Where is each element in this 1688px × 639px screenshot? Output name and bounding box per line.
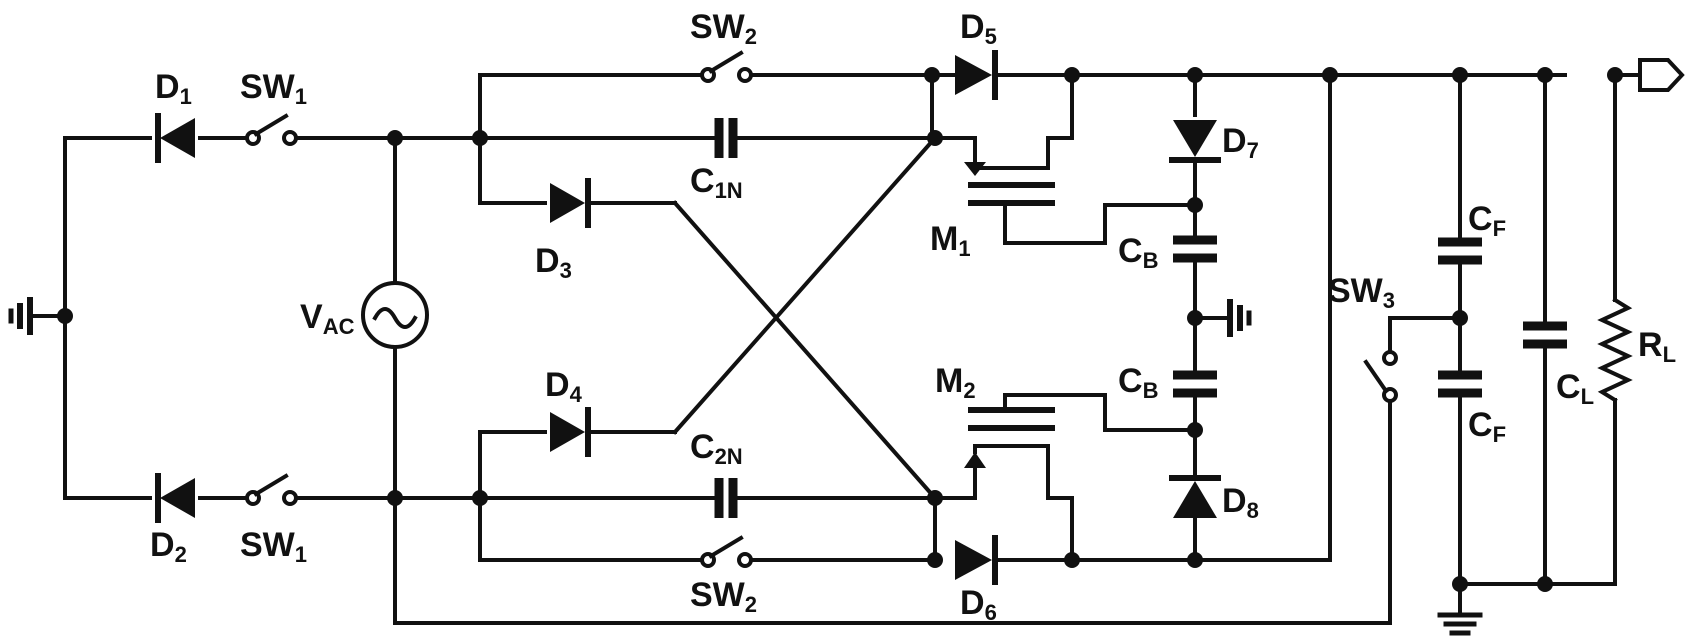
junction-node <box>1537 67 1553 83</box>
output-terminal <box>1613 58 1685 92</box>
diode-d4 <box>550 407 591 457</box>
vac-label: VAC <box>300 298 355 339</box>
m2-label: M2 <box>935 362 976 403</box>
junction-node <box>1187 67 1203 83</box>
d2-label: D2 <box>150 526 187 567</box>
rl-label: RL <box>1638 326 1676 367</box>
junction-node <box>57 308 73 324</box>
junction-node <box>472 490 488 506</box>
junction-node <box>1187 422 1203 438</box>
diode-d8 <box>1169 475 1221 518</box>
junction-node <box>1452 576 1468 592</box>
junction-node <box>1607 67 1623 83</box>
vac-branch <box>361 136 429 625</box>
capacitor-cf-top <box>1438 237 1482 265</box>
ground-symbol-left <box>8 297 33 335</box>
switch-sw2-top <box>700 50 753 83</box>
ground-symbol-middle <box>1227 299 1252 337</box>
junction-node <box>1187 310 1203 326</box>
capacitor-c1n <box>714 118 738 158</box>
d1-label: D1 <box>155 68 192 109</box>
junction-node <box>1187 197 1203 213</box>
sw1-top-label: SW1 <box>240 68 307 109</box>
junction-node <box>1452 67 1468 83</box>
d6-label: D6 <box>960 584 997 625</box>
d8-label: D8 <box>1222 482 1259 523</box>
sw1-bottom-label: SW1 <box>240 526 307 567</box>
diode-d5 <box>955 50 998 100</box>
capacitor-cf-bottom <box>1438 370 1482 398</box>
output-wires <box>1328 73 1617 617</box>
diode-d1 <box>155 113 195 163</box>
cb-top-label: CB <box>1118 232 1158 273</box>
junction-node <box>1187 552 1203 568</box>
cf-top-label: CF <box>1468 200 1506 241</box>
d7-label: D7 <box>1222 122 1259 163</box>
switch-sw1-bottom <box>245 473 298 506</box>
diode-d7 <box>1169 120 1221 163</box>
sw2-bottom-label: SW2 <box>690 576 757 617</box>
clamp-chain <box>993 73 1567 562</box>
junction-node <box>1452 310 1468 326</box>
mosfet-m2 <box>933 393 1197 562</box>
c1n-label: C1N <box>690 162 743 203</box>
sw2-top-label: SW2 <box>690 8 757 49</box>
c2n-label: C2N <box>690 428 743 469</box>
sw3-label: SW3 <box>1328 272 1395 313</box>
switch-sw3 <box>1363 350 1398 403</box>
cb-bottom-label: CB <box>1118 362 1158 403</box>
capacitor-cb-bottom <box>1173 370 1217 398</box>
m1-label: M1 <box>930 220 971 261</box>
switch-sw1-top <box>245 113 298 146</box>
junction-node <box>472 130 488 146</box>
junction-node <box>1322 67 1338 83</box>
resistor-rl <box>1597 297 1633 403</box>
mosfet-m1 <box>930 73 1197 245</box>
capacitor-cl <box>1523 321 1567 349</box>
diode-d3 <box>550 178 591 228</box>
d5-label: D5 <box>960 8 997 49</box>
d3-label: D3 <box>535 242 572 283</box>
cf-bottom-label: CF <box>1468 406 1506 447</box>
d4-label: D4 <box>545 366 583 407</box>
diode-d2 <box>155 473 195 523</box>
middle-wires <box>393 73 942 562</box>
junction-node <box>1537 576 1553 592</box>
capacitor-c2n <box>714 478 738 518</box>
cl-label: CL <box>1556 368 1594 409</box>
diode-d6 <box>955 535 998 585</box>
switch-sw2-bottom <box>700 535 753 568</box>
capacitor-cb-top <box>1173 235 1217 263</box>
ground-symbol-output <box>1437 612 1483 636</box>
